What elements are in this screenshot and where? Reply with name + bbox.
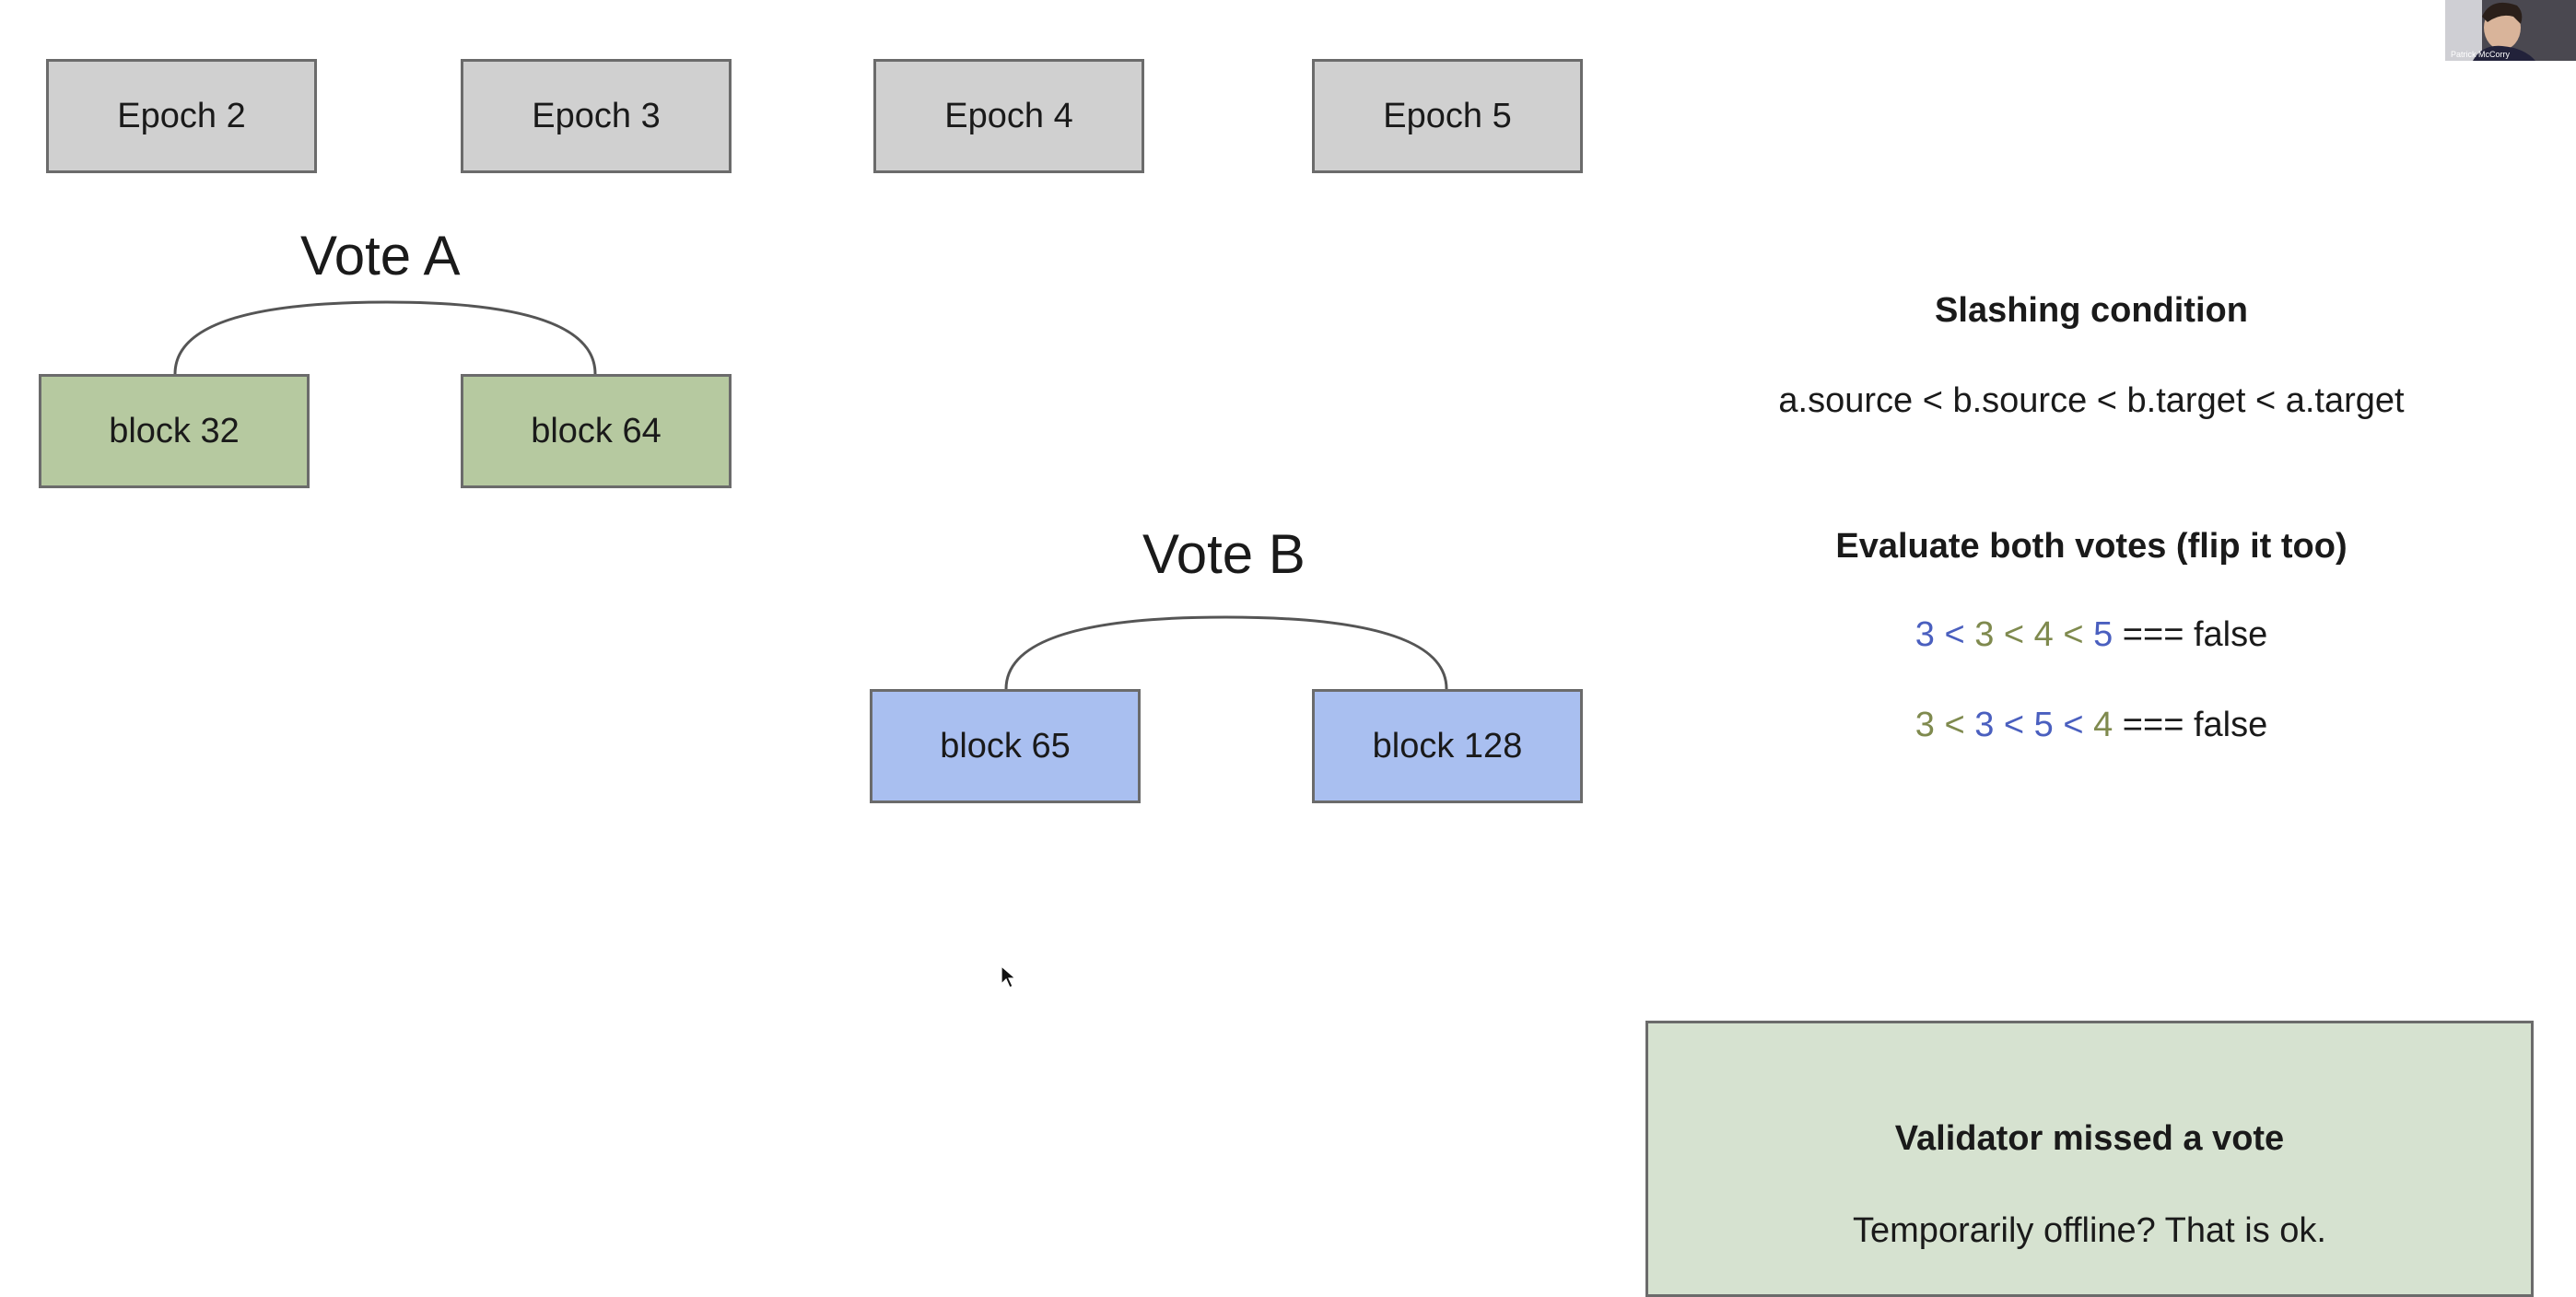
epoch-3-box: Epoch 3: [461, 59, 732, 173]
vote-b-label: Vote B: [1142, 523, 1306, 585]
vote-a-source-block: block 32: [39, 374, 310, 488]
missed-vote-panel: Validator missed a vote Temporarily offl…: [1645, 1021, 2534, 1297]
eval-2-token-4: === false: [2113, 706, 2268, 744]
vote-a-label: Vote A: [300, 225, 461, 286]
epoch-2-box: Epoch 2: [46, 59, 317, 173]
eval-1-token-4: === false: [2113, 615, 2268, 654]
epoch-5-box: Epoch 5: [1312, 59, 1583, 173]
evaluation-line-2: 3 < 3 < 5 < 4 === false: [1668, 706, 2515, 745]
missed-vote-text: Temporarily offline? That is ok.: [1853, 1211, 2326, 1250]
epoch-4-box: Epoch 4: [873, 59, 1144, 173]
eval-2-token-3: 4: [2093, 706, 2113, 744]
evaluate-title: Evaluate both votes (flip it too): [1835, 527, 2348, 566]
missed-vote-title: Validator missed a vote: [1894, 1119, 2285, 1158]
evaluation-line-1: 3 < 3 < 4 < 5 === false: [1668, 615, 2515, 655]
presenter-avatar-icon: [2445, 0, 2576, 61]
slashing-condition-title: Slashing condition: [1935, 291, 2248, 330]
vote-a-target-block: block 64: [461, 374, 732, 488]
eval-2-token-1: 3 <: [1914, 706, 1975, 744]
eval-1-token-3: 5: [2093, 615, 2113, 654]
presenter-name: Patrick McCorry: [2451, 50, 2511, 59]
eval-1-token-1: 3 <: [1914, 615, 1975, 654]
vote-b-target-block: block 128: [1312, 689, 1583, 803]
vote-b-source-block: block 65: [870, 689, 1141, 803]
eval-1-token-2: 3 < 4 <: [1974, 615, 2094, 654]
eval-2-token-2: 3 < 5 <: [1974, 706, 2094, 744]
slashing-formula: a.source < b.source < b.target < a.targe…: [1778, 381, 2405, 420]
presenter-webcam: Patrick McCorry: [2445, 0, 2576, 61]
mouse-cursor-icon: [1001, 965, 1017, 988]
